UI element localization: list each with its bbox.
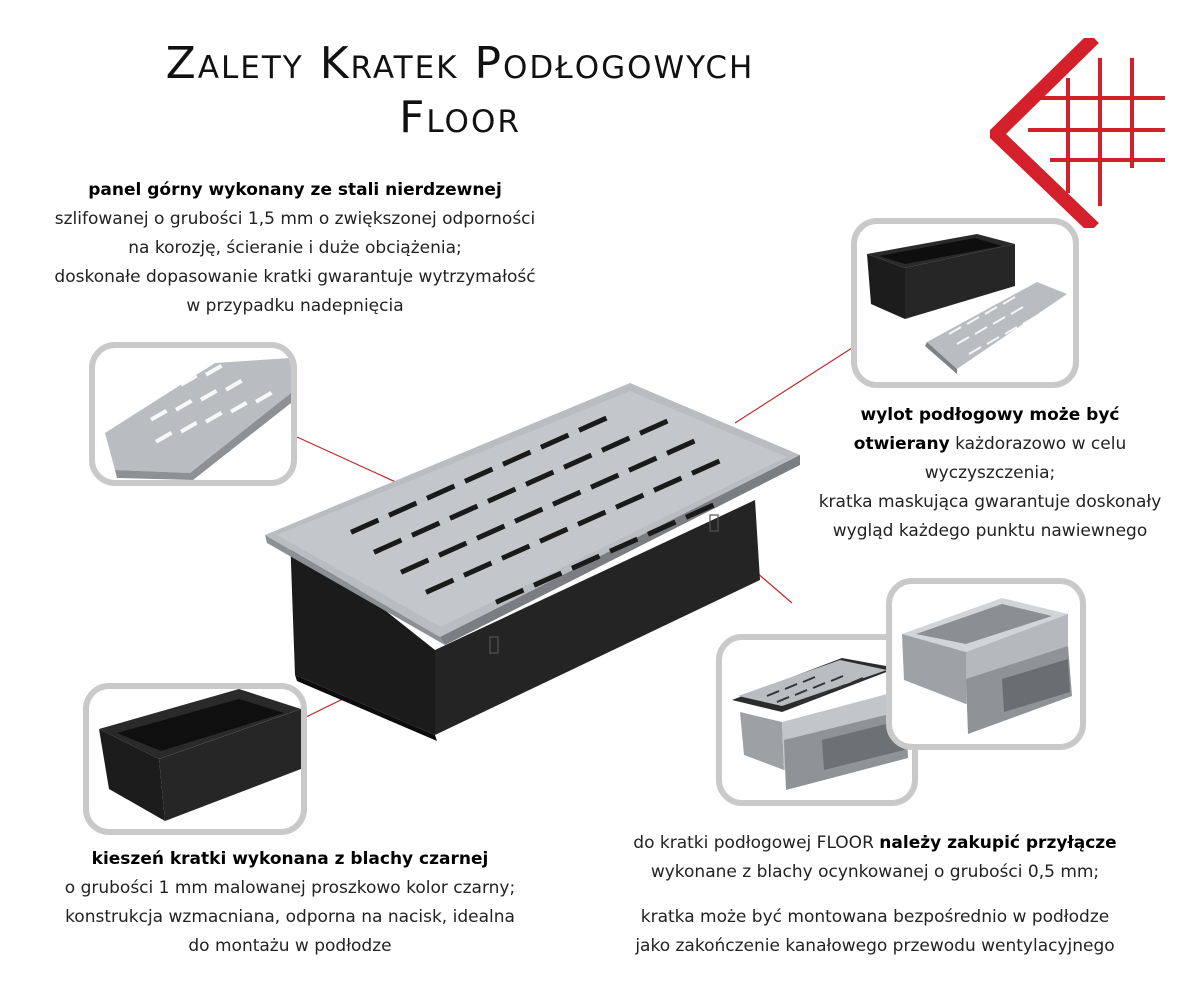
grille-slots bbox=[350, 415, 721, 605]
panel-top-line: szlifowanej o grubości 1,5 mm o zwiększo… bbox=[54, 209, 536, 229]
outlet-line: każdorazowo w celu bbox=[949, 434, 1127, 454]
outlet-heading-cont: otwierany bbox=[853, 434, 950, 454]
connector-line: wykonane z blachy ocynkowanej o grubości… bbox=[650, 862, 1100, 882]
panel-top-line: doskonałe dopasowanie kratki gwarantuje … bbox=[54, 267, 536, 287]
connector-line: jako zakończenie kanałowego przewodu wen… bbox=[635, 936, 1115, 956]
pocket-line: do montażu w podłodze bbox=[188, 936, 392, 956]
connector-description: do kratki podłogowej FLOOR należy zakupi… bbox=[590, 829, 1160, 961]
thumb-grille-connector bbox=[716, 634, 918, 806]
connector-line: do kratki podłogowej FLOOR bbox=[633, 833, 880, 853]
panel-top-heading: panel górny wykonany ze stali nierdzewne… bbox=[88, 180, 502, 200]
grille-connector-image bbox=[732, 658, 908, 790]
panel-top-line: w przypadku nadepnięcia bbox=[186, 296, 404, 316]
outlet-line: kratka maskująca gwarantuje doskonały bbox=[818, 492, 1162, 512]
outlet-heading: wylot podłogowy może być bbox=[860, 405, 1120, 425]
connector-heading: należy zakupić przyłącze bbox=[879, 833, 1117, 853]
steel-panel-image bbox=[105, 358, 291, 480]
black-pocket-image bbox=[99, 689, 301, 821]
outlet-line: wygląd każdego punktu nawiewnego bbox=[832, 521, 1148, 541]
page-title: Zalety Kratek Podłogowych bbox=[165, 38, 755, 89]
connector-line: kratka może być montowana bezpośrednio w… bbox=[640, 907, 1110, 927]
pocket-heading: kieszeń kratki wykonana z blachy czarnej bbox=[91, 849, 489, 869]
brand-logo-icon bbox=[990, 38, 1165, 228]
thumb-connector bbox=[886, 578, 1086, 750]
thumb-black-pocket bbox=[83, 683, 307, 835]
panel-top-description: panel górny wykonany ze stali nierdzewne… bbox=[10, 176, 580, 321]
pocket-line: o grubości 1 mm malowanej proszkowo kolo… bbox=[64, 878, 516, 898]
panel-top-line: na korozję, ścieranie i duże obciążenia; bbox=[128, 238, 462, 258]
floor-grille-product-image bbox=[265, 383, 800, 741]
thumb-open-outlet bbox=[851, 218, 1079, 388]
open-outlet-image bbox=[867, 234, 1067, 374]
thumb-steel-panel bbox=[89, 342, 297, 486]
page-subtitle: Floor bbox=[399, 92, 521, 143]
pocket-line: konstrukcja wzmacniana, odporna na nacis… bbox=[65, 907, 515, 927]
outlet-description: wylot podłogowy może być otwierany każdo… bbox=[780, 401, 1200, 546]
connector-image bbox=[902, 598, 1072, 734]
outlet-line: wyczyszczenia; bbox=[924, 463, 1056, 483]
pocket-description: kieszeń kratki wykonana z blachy czarnej… bbox=[10, 845, 570, 961]
